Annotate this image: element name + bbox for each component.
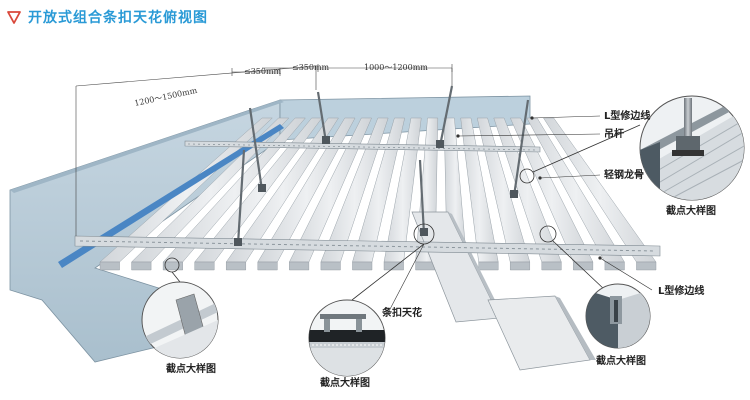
dim-wall-spacing: 1200～1500mm <box>134 86 199 108</box>
label-keel: 轻钢龙骨 <box>604 168 644 181</box>
hanger-rod <box>236 149 246 245</box>
strip-panel-edge <box>636 261 657 271</box>
strip-panel-edge <box>131 261 152 271</box>
dim-edge-spacing: ≤350mm <box>244 67 282 76</box>
detail-right-top <box>639 95 745 201</box>
label-detail-right-bottom: 截点大样图 <box>596 354 646 367</box>
label-hanger-rod: 吊杆 <box>604 127 624 140</box>
strip-panel-edge <box>226 261 246 271</box>
strip-panel-edge <box>383 261 404 271</box>
strip-panel-edge <box>162 261 183 271</box>
rod-clip <box>420 228 428 236</box>
keel-main <box>74 235 661 257</box>
l-trim-side <box>58 124 284 268</box>
detail-right-bottom <box>585 283 651 349</box>
hanger-rod <box>512 99 530 197</box>
hanger-rod <box>316 91 328 143</box>
hanger-rod-group <box>234 85 530 246</box>
strip-panel-edge <box>257 261 278 271</box>
strip-panel-edge <box>320 261 341 271</box>
strip-panel-edge <box>194 261 215 271</box>
keel-back <box>184 140 541 153</box>
callout-dots <box>456 116 602 260</box>
strip-panels-group <box>58 117 657 271</box>
hanger-rod <box>248 107 264 191</box>
strip-panel-edge <box>604 261 625 271</box>
detail-center <box>308 299 386 377</box>
strip-panel-edge <box>510 261 530 271</box>
rod-clip <box>510 190 518 198</box>
magnifier-markers <box>164 124 641 301</box>
label-detail-center: 截点大样图 <box>320 376 370 389</box>
hanger-rod <box>438 85 454 147</box>
label-detail-right-top: 截点大样图 <box>666 204 716 217</box>
hanger-rod <box>418 159 426 235</box>
strip-panel-edge <box>478 261 499 271</box>
strip-panel-edge <box>573 261 594 271</box>
dropped-strip-panel <box>411 211 596 371</box>
rod-clip <box>436 140 444 148</box>
rod-clip <box>322 136 330 144</box>
strip-panel-edge <box>352 261 373 271</box>
callout-lines <box>387 115 653 314</box>
triangle-down-icon <box>7 11 21 24</box>
wall-top-edge <box>10 100 284 193</box>
detail-left <box>141 281 219 359</box>
strip-panel-edge <box>541 261 562 271</box>
keel-group <box>74 140 661 257</box>
dim-hanger-edge: ≤350mm <box>292 63 330 72</box>
label-detail-left: 截点大样图 <box>166 362 216 375</box>
rod-clip <box>234 238 242 246</box>
strip-panel-edge <box>99 261 120 271</box>
label-l-trim-bottom: L型修边线 <box>658 284 704 297</box>
dim-hanger-spacing: 1000～1200mm <box>364 63 428 72</box>
rod-clip <box>258 184 266 192</box>
label-l-trim-top: L型修边线 <box>604 109 650 122</box>
dimension-lines <box>75 64 453 236</box>
label-strip-ceiling: 条扣天花 <box>381 306 422 319</box>
strip-panel-edge <box>289 261 310 271</box>
page-title: 开放式组合条扣天花俯视图 <box>28 10 208 26</box>
title-bar: 开放式组合条扣天花俯视图 <box>6 6 208 28</box>
